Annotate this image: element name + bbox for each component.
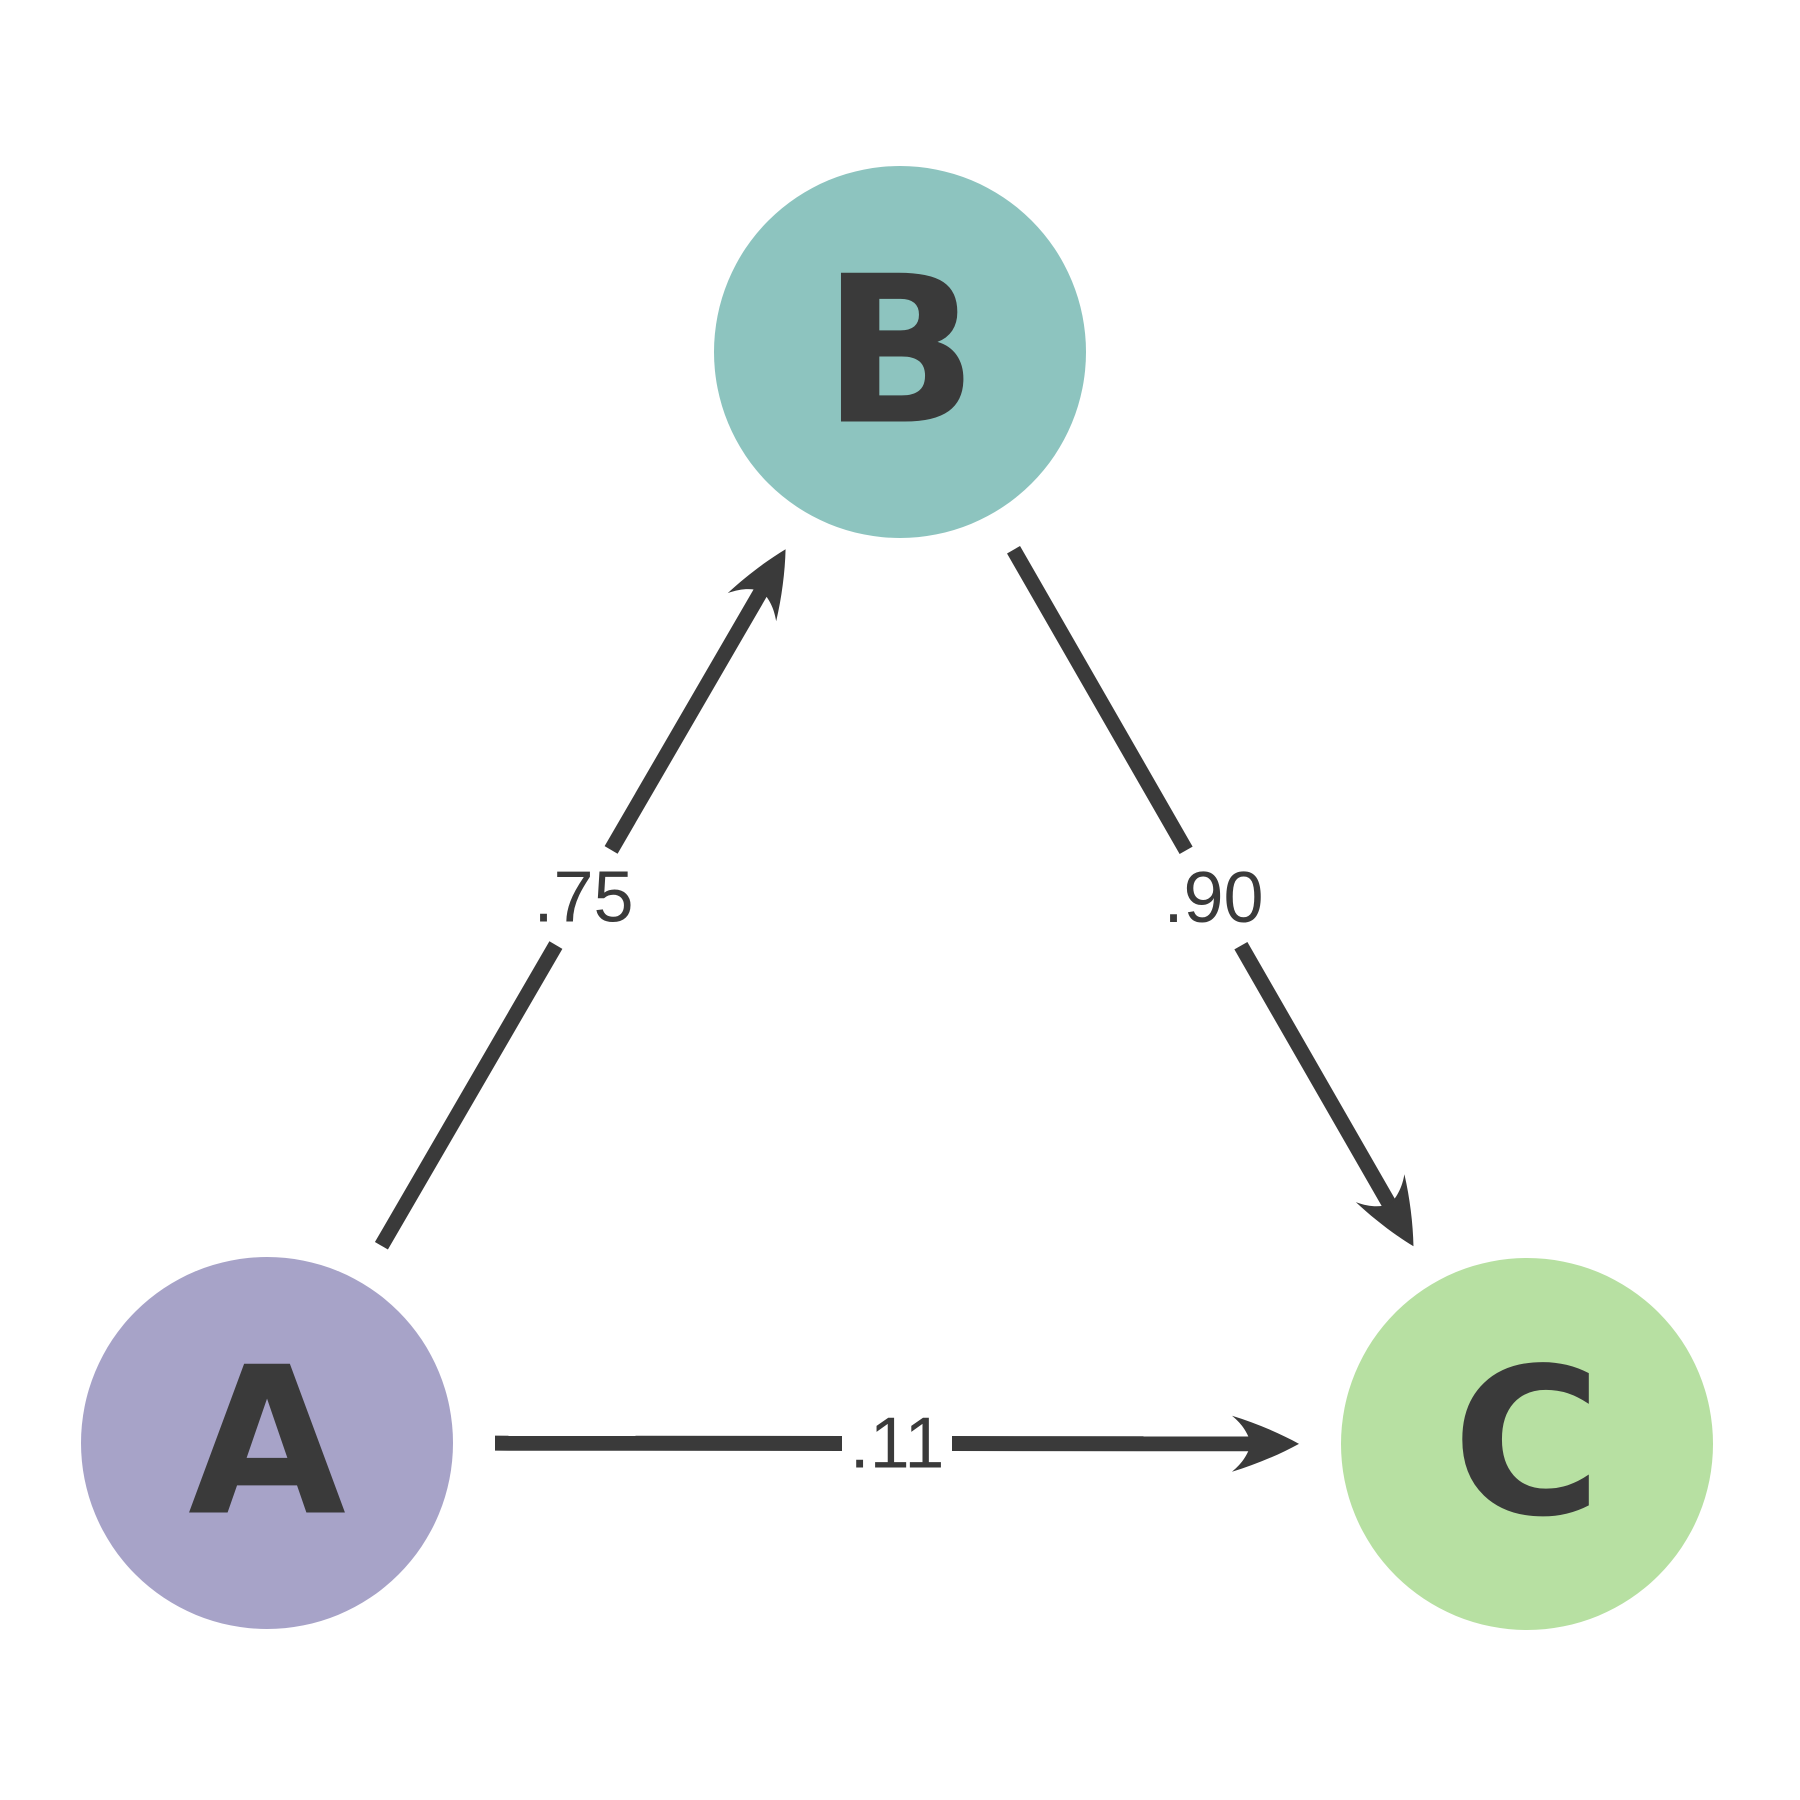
node-label-B: B xyxy=(822,234,978,471)
edge-arrowhead-icon xyxy=(1355,1174,1414,1247)
node-label-C: C xyxy=(1452,1326,1602,1563)
node-label-A: A xyxy=(188,1325,346,1562)
edge-label-B-C: .90 xyxy=(1163,858,1263,938)
edge-shaft xyxy=(1234,941,1398,1211)
edge-label-A-C: .11 xyxy=(850,1404,945,1484)
node-B: B xyxy=(714,166,1086,538)
edge-A-C: .11 xyxy=(494,1404,1300,1484)
node-circle-A xyxy=(81,1257,453,1629)
node-circle-C xyxy=(1341,1258,1713,1630)
node-circle-B xyxy=(714,166,1086,538)
node-C: C xyxy=(1341,1258,1713,1630)
edge-arrowhead-icon xyxy=(727,549,786,622)
edge-shaft xyxy=(604,584,770,854)
edge-arrowhead-icon xyxy=(1231,1415,1300,1472)
edge-label-A-B: .75 xyxy=(533,858,633,938)
edge-shaft xyxy=(374,941,563,1250)
edge-A-B: .75 xyxy=(374,549,786,1250)
edge-B-C: .90 xyxy=(1007,545,1414,1247)
node-A: A xyxy=(81,1257,453,1629)
edge-shaft xyxy=(1007,545,1193,855)
